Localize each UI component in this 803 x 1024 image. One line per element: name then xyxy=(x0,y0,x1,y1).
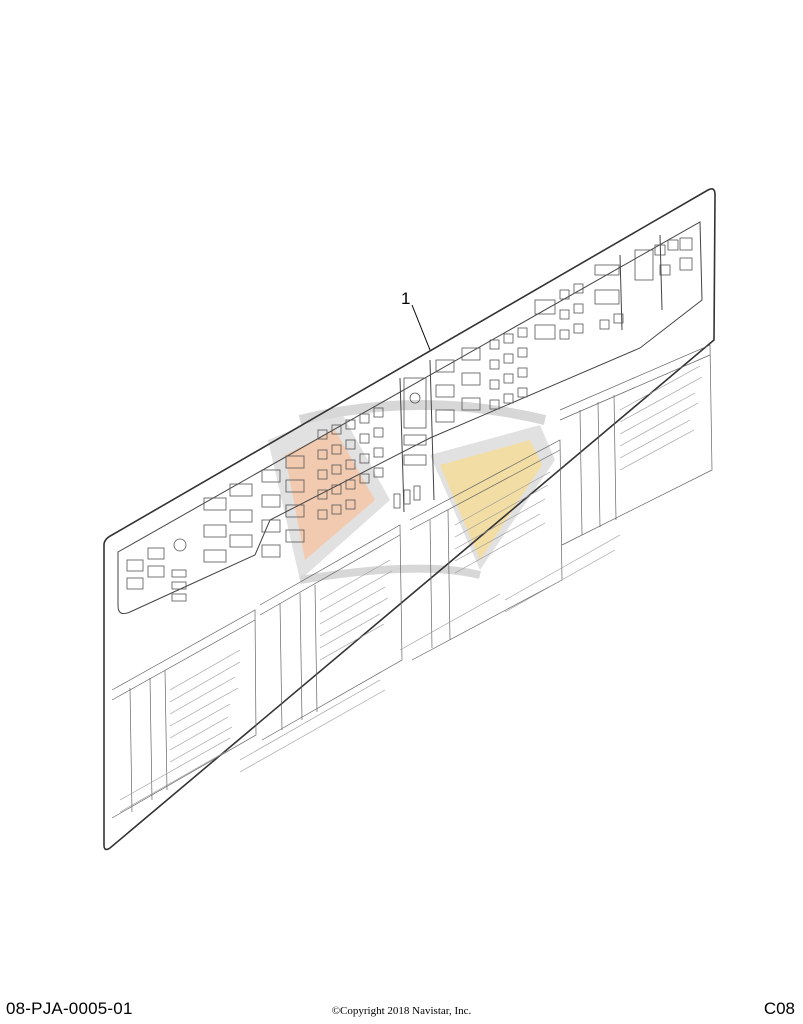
table-text-lines xyxy=(119,365,703,813)
fuse-panel-outline xyxy=(117,221,703,614)
callout-number: 1 xyxy=(401,289,410,308)
drawing-id: 08-PJA-0005-01 xyxy=(6,999,133,1018)
watermark-logo xyxy=(268,400,555,584)
copyright-notice: ©Copyright 2018 Navistar, Inc. xyxy=(331,1005,472,1017)
fuse-grid xyxy=(126,237,693,602)
description-tables xyxy=(111,344,713,819)
decal-outline xyxy=(103,188,716,851)
callout-leader xyxy=(411,304,431,351)
section-code: C08 xyxy=(763,999,795,1018)
